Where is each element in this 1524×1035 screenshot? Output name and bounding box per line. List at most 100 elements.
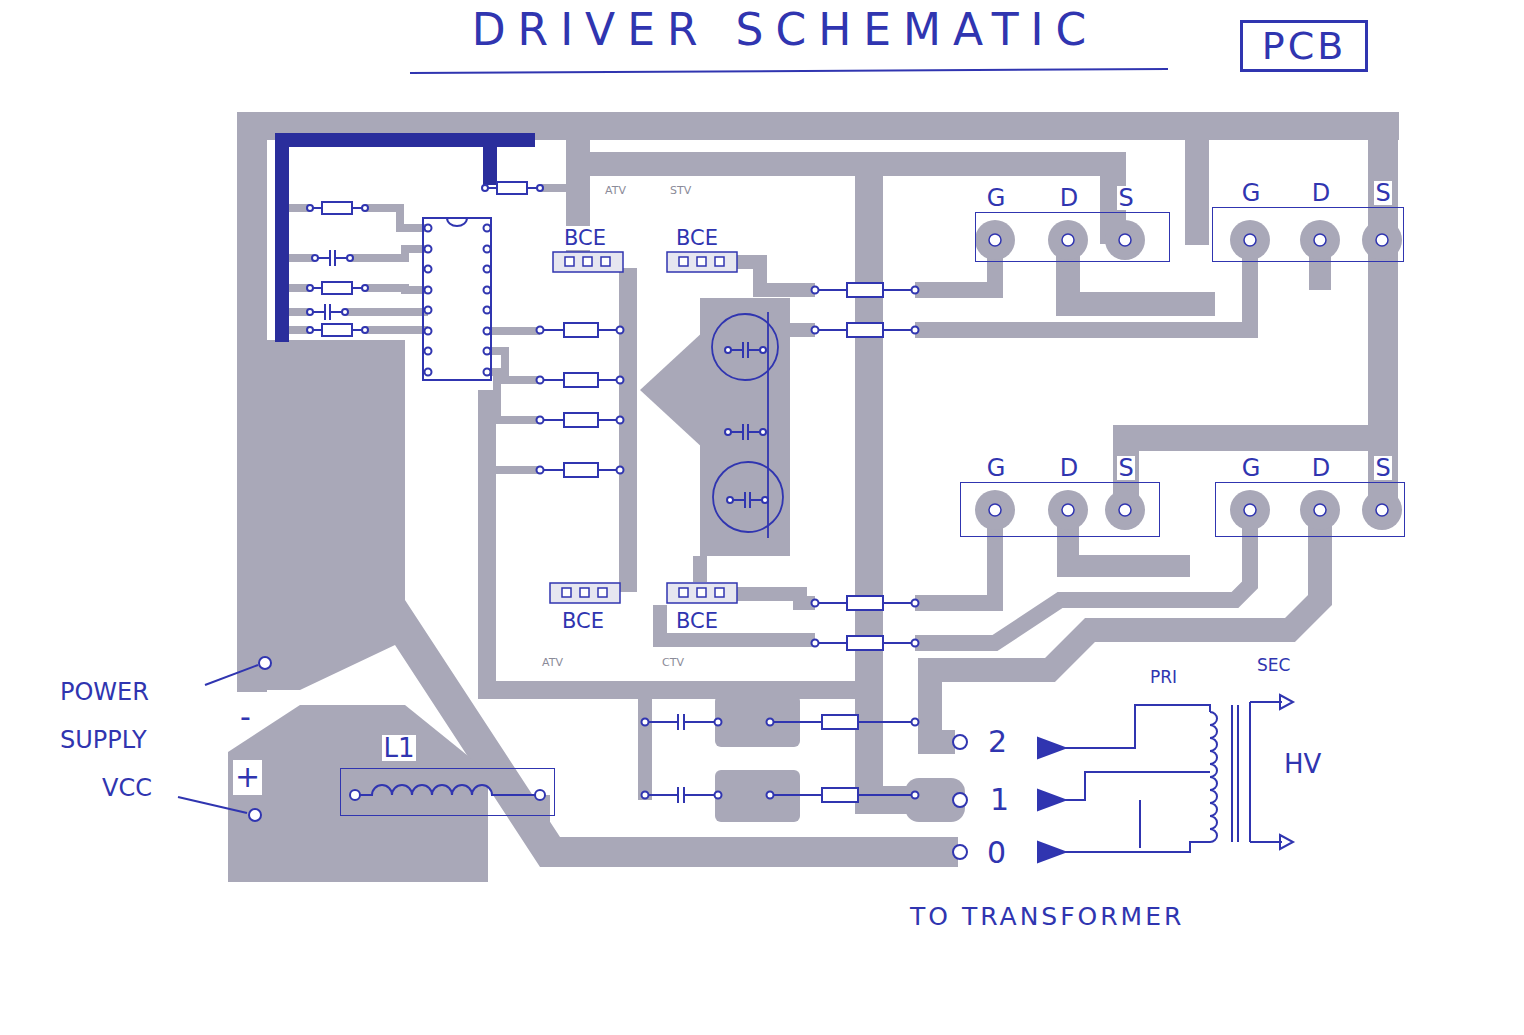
resistor-symbol (307, 182, 919, 802)
transformer-symbol (1038, 738, 1065, 758)
mosfet-pad (1376, 234, 1388, 246)
mosfet-pad (1376, 504, 1388, 516)
connector-pad (953, 845, 967, 859)
mosfet-pad (1314, 504, 1326, 516)
mosfet-pad (975, 220, 1402, 530)
transformer-symbol (1210, 712, 1217, 842)
inductor-coil (535, 790, 545, 800)
mosfet-pad (975, 220, 1015, 260)
winding-label: HV (1282, 750, 1323, 780)
copper-trace (619, 268, 637, 592)
polarity-sign: + (233, 760, 262, 795)
transformer-symbol (1065, 842, 1210, 852)
resistor-symbol (537, 413, 624, 427)
ic-package (425, 307, 432, 314)
copper-trace (1185, 140, 1209, 245)
resistor-symbol (537, 373, 624, 387)
ic-package (447, 218, 467, 226)
board-marking: STV (668, 185, 693, 198)
mosfet-pad (1300, 220, 1340, 260)
mosfet-pad (1230, 490, 1270, 530)
pin-number: 1 (988, 783, 1011, 818)
ic-package (425, 348, 432, 355)
copper-trace (930, 515, 1320, 742)
resistor-symbol (307, 324, 368, 336)
mosfet-pad (1062, 234, 1074, 246)
ic-package (484, 348, 491, 355)
connector-pad (259, 657, 271, 669)
power-label: VCC (100, 775, 154, 803)
ic-package (425, 225, 432, 232)
resistor-symbol (307, 282, 368, 294)
transformer-symbol (1065, 705, 1210, 748)
mosfet-pad (1105, 220, 1145, 260)
mosfet-pad (1244, 504, 1256, 516)
node-text: D (1059, 186, 1079, 210)
mosfet-pad (1048, 220, 1088, 260)
capacitor-symbol (725, 342, 766, 358)
transformer-symbol (1280, 695, 1293, 709)
node-text: PCB (1261, 27, 1348, 65)
leader-line (410, 69, 1168, 73)
copper-trace (487, 372, 540, 420)
copper-trace (700, 298, 790, 556)
pin-number: 2 (986, 725, 1009, 760)
resistor-symbol (767, 715, 919, 729)
copper-trace (345, 308, 428, 316)
inductor-coil (350, 785, 545, 800)
ic-package (484, 307, 491, 314)
ic-package (423, 218, 491, 380)
mosfet-pad (989, 504, 1001, 516)
copper-trace (1113, 425, 1398, 451)
mosfet-pad (1119, 234, 1131, 246)
polarity-sign: - (238, 700, 253, 735)
mosfet-pad (1362, 220, 1402, 260)
ic-package (425, 266, 432, 273)
ic-package (484, 246, 491, 253)
resistor-symbol (812, 323, 919, 337)
electrolytic-outline (713, 462, 783, 532)
ink-mark (483, 140, 497, 185)
copper-trace (1368, 112, 1398, 512)
capacitor-symbol (642, 787, 722, 803)
resistor-symbol (812, 596, 919, 610)
node-text: G (986, 456, 1007, 480)
copper-trace (640, 330, 705, 450)
copper-trace (288, 140, 1320, 837)
copper-trace (487, 327, 540, 335)
pin-order: BCE (562, 226, 608, 250)
copper-trace (660, 605, 815, 640)
copper-trace (228, 112, 1399, 882)
ic-package (425, 369, 432, 376)
mosfet-pad (1230, 220, 1270, 260)
connector-pad (953, 793, 967, 807)
copper-trace (737, 594, 815, 603)
ic-package (484, 225, 491, 232)
pin-order: BCE (674, 226, 720, 250)
capacitor-symbol (727, 492, 768, 508)
pcb-tag: PCB (1240, 20, 1368, 72)
capacitor-symbol (725, 424, 766, 440)
ic-package (425, 287, 432, 294)
mosfet-pad (1362, 490, 1402, 530)
transistor-package (667, 252, 737, 272)
transformer-symbol (1065, 772, 1210, 800)
mosfet-pad (989, 234, 1388, 516)
node-text: G (1241, 181, 1262, 205)
copper-trace (1068, 244, 1215, 304)
resistor-symbol (537, 463, 624, 477)
mosfet-package: GDS (1212, 207, 1404, 262)
leader-line (178, 69, 1168, 813)
mosfet-pad (1105, 490, 1145, 530)
inductor-outline: L1 (340, 768, 555, 816)
mosfet-package: GDS (960, 482, 1160, 537)
copper-trace (365, 326, 428, 334)
copper-trace (693, 556, 707, 582)
capacitor-symbol (312, 250, 353, 266)
electrolytic-outline (767, 312, 769, 538)
electrolytic-outline (712, 312, 783, 538)
copper-trace (487, 466, 540, 474)
winding-label: SEC (1255, 656, 1292, 676)
transistor-package (550, 583, 620, 603)
